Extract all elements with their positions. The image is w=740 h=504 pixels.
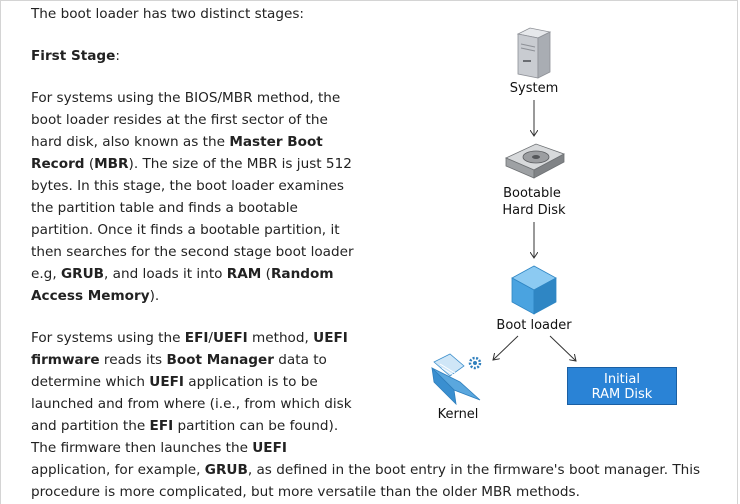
disk-label-line2: Hard Disk [502,203,566,218]
bootloader-label: Boot loader [496,318,572,333]
ram-disk-label-line1: Initial [604,372,640,387]
folder-gear-icon [431,353,482,406]
arrow-bootloader-to-kernel [493,335,519,360]
initial-ram-disk-box: Initial RAM Disk [567,367,677,405]
paragraph-bios-mbr: For systems using the BIOS/MBR method, t… [31,90,354,304]
boot-process-diagram: System Bootable Hard Disk Boot loader [420,20,720,430]
paragraph-efi-uefi: For systems using the EFI/UEFI method, U… [31,330,701,500]
first-stage-heading: First Stage: [31,48,120,64]
article-text: The boot loader has two distinct stages:… [31,3,701,503]
hard-disk-icon [505,143,565,179]
system-label: System [510,81,558,96]
arrow-bootloader-to-ramdisk [549,335,576,361]
intro-text: The boot loader has two distinct stages: [31,6,305,22]
cube-icon [511,265,557,315]
ram-disk-label-line2: RAM Disk [591,387,653,402]
server-icon [516,27,552,79]
disk-label-line1: Bootable [503,186,561,201]
kernel-label: Kernel [438,407,479,422]
